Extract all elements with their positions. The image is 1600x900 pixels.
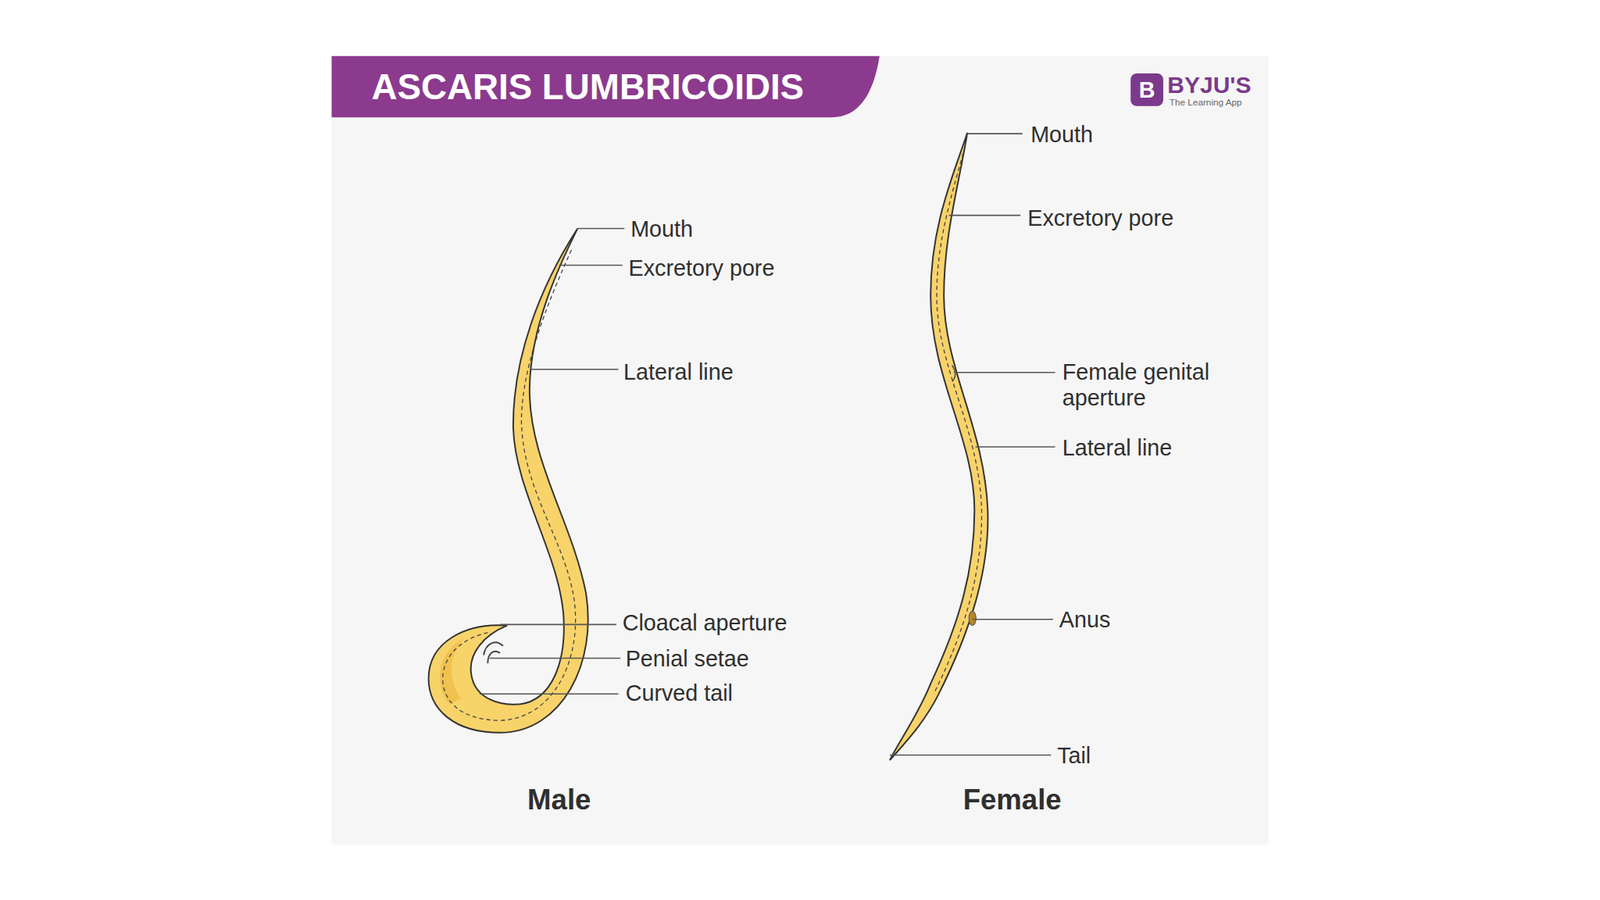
part-label: Curved tail [625,680,733,707]
diagram-title: ASCARIS LUMBRICOIDIS [371,66,804,108]
part-label: Mouth [630,215,693,242]
part-label: Tail [1057,742,1091,768]
genital-aperture-mark [952,365,956,383]
title-banner [331,56,879,118]
leader-line [559,264,623,267]
penial-setae-symbol [487,651,500,664]
logo-icon [1130,73,1164,107]
leader-line [972,618,1054,621]
leader-line [577,228,625,230]
leader-line [500,624,617,626]
part-label: Anus [1059,606,1111,633]
logo-letter: B [1132,77,1162,104]
sex-caption: Male [457,783,661,817]
brand-name: BYJU'S [1167,71,1251,98]
part-label: Cloacal aperture [622,609,788,636]
part-label: Penial setae [625,645,750,672]
part-label: Excretory pore [628,254,775,281]
part-label: Mouth [1030,121,1093,147]
leader-line [953,371,1055,374]
brand-tagline: The Learning App [1169,96,1243,108]
male-worm-body [428,228,589,733]
part-label: Lateral line [623,358,734,385]
lateral-line-dashed [933,153,982,694]
part-label: Lateral line [1062,434,1173,461]
leader-line [967,132,1023,135]
card-background [331,56,1268,846]
penial-setae-symbol [483,642,504,655]
part-label: Excretory pore [1027,204,1174,231]
body-shading [439,637,465,704]
part-label: Female genital aperture [1062,359,1232,411]
leader-line [489,657,621,660]
leader-line [949,214,1021,217]
female-worm-body [889,132,989,761]
sex-caption: Female [910,783,1115,817]
leader-line [975,446,1056,448]
lateral-line-dashed [442,250,576,721]
leader-lines [479,133,1056,755]
leader-line [889,754,1051,757]
anus-mark [968,610,976,625]
leader-line [479,692,619,695]
leader-line [530,368,618,371]
